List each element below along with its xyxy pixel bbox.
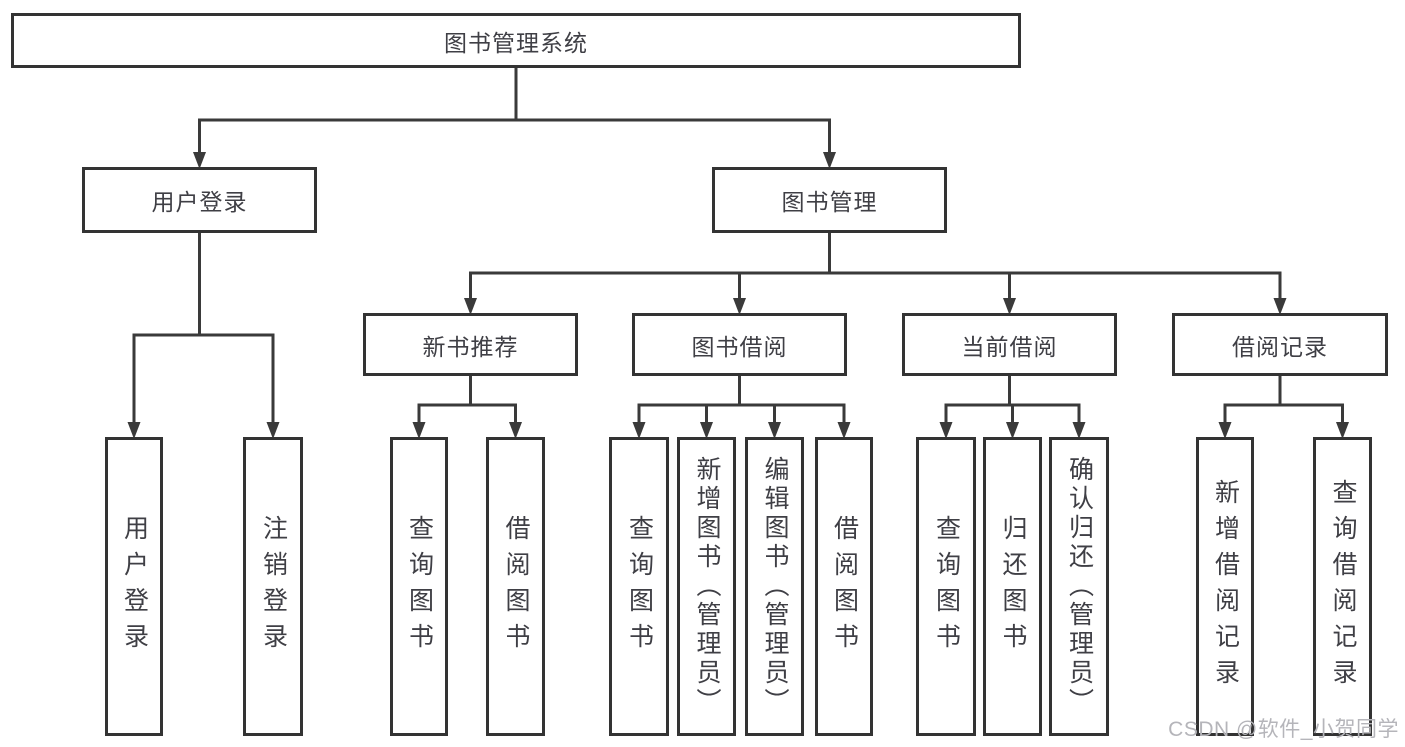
node-label-leaf-cb-confirm: 确认归还（管理员） — [1065, 456, 1094, 717]
csdn-watermark: CSDN @软件_小贺同学 — [1168, 718, 1399, 741]
node-borrow-records: 借阅记录 — [1172, 313, 1388, 376]
node-new-book-rec: 新书推荐 — [363, 313, 578, 376]
node-label-user-login: 用户登录 — [151, 189, 248, 215]
node-leaf-cb-query: 查询图书 — [916, 437, 976, 736]
node-current-borrow: 当前借阅 — [902, 313, 1117, 376]
node-label-leaf-cb-query: 查询图书 — [932, 514, 961, 659]
node-user-login: 用户登录 — [82, 167, 317, 233]
node-leaf-user-login: 用户登录 — [105, 437, 163, 736]
node-label-leaf-br-add: 新增借阅记录 — [1211, 478, 1240, 695]
node-leaf-br-add: 新增借阅记录 — [1196, 437, 1254, 736]
node-label-leaf-nbr-borrow: 借阅图书 — [502, 514, 530, 659]
node-leaf-bb-add: 新增图书（管理员） — [677, 437, 736, 736]
node-leaf-nbr-query: 查询图书 — [390, 437, 448, 736]
node-label-leaf-bb-borrow: 借阅图书 — [830, 514, 859, 659]
node-label-borrow-records: 借阅记录 — [1232, 333, 1328, 360]
node-leaf-br-query: 查询借阅记录 — [1313, 437, 1372, 736]
node-leaf-nbr-borrow: 借阅图书 — [486, 437, 545, 736]
node-label-leaf-user-login: 用户登录 — [120, 514, 149, 659]
node-label-root: 图书管理系统 — [444, 29, 588, 56]
node-label-leaf-logout: 注销登录 — [259, 514, 288, 659]
node-label-current-borrow: 当前借阅 — [961, 333, 1058, 360]
node-label-leaf-bb-edit: 编辑图书（管理员） — [761, 456, 789, 717]
node-label-leaf-bb-add: 新增图书（管理员） — [693, 456, 721, 717]
node-leaf-bb-borrow: 借阅图书 — [815, 437, 873, 736]
node-leaf-cb-return: 归还图书 — [983, 437, 1042, 736]
node-label-new-book-rec: 新书推荐 — [422, 333, 519, 360]
node-book-borrow: 图书借阅 — [632, 313, 847, 376]
node-label-leaf-cb-return: 归还图书 — [999, 514, 1027, 659]
node-root: 图书管理系统 — [11, 13, 1021, 68]
node-book-mgmt: 图书管理 — [712, 167, 947, 233]
node-leaf-cb-confirm: 确认归还（管理员） — [1049, 437, 1109, 736]
node-label-leaf-bb-query: 查询图书 — [625, 514, 654, 659]
node-leaf-bb-query: 查询图书 — [609, 437, 669, 736]
node-leaf-logout: 注销登录 — [243, 437, 303, 736]
node-label-book-borrow: 图书借阅 — [691, 333, 788, 360]
node-label-leaf-nbr-query: 查询图书 — [405, 514, 434, 659]
node-label-leaf-br-query: 查询借阅记录 — [1329, 478, 1357, 695]
node-label-book-mgmt: 图书管理 — [781, 189, 878, 215]
node-leaf-bb-edit: 编辑图书（管理员） — [745, 437, 804, 736]
